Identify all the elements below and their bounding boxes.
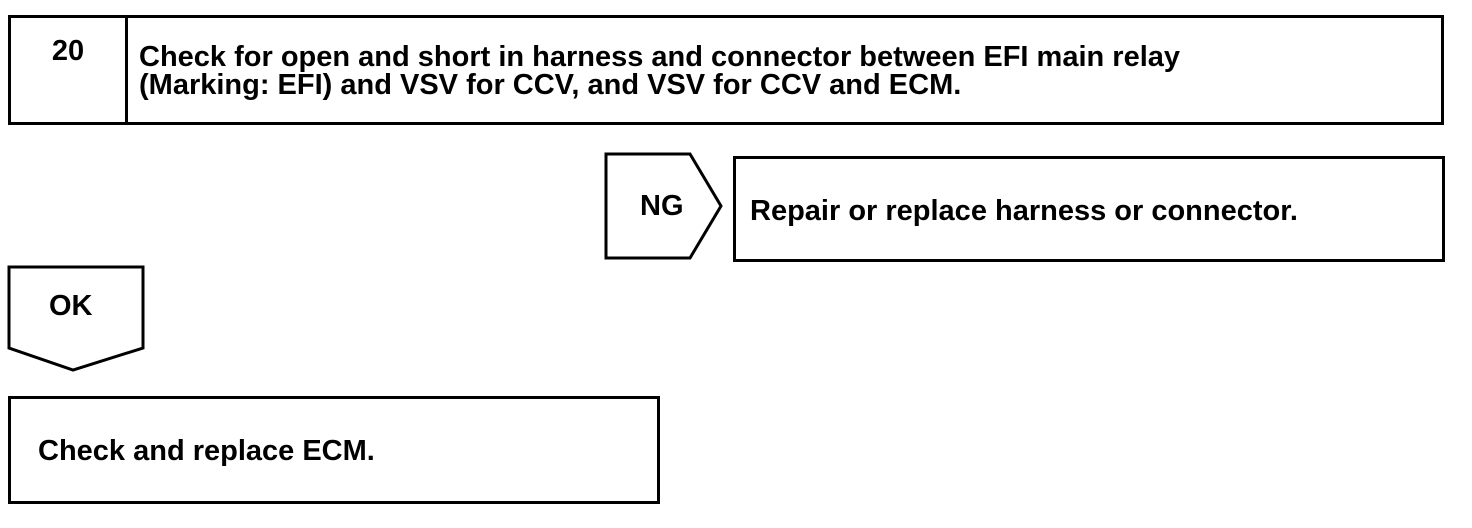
step-number: 20 xyxy=(51,35,85,67)
step-divider xyxy=(125,18,128,122)
ng-result-text: Repair or replace harness or connector. xyxy=(750,195,1298,227)
ng-result-box: Repair or replace harness or connector. xyxy=(733,156,1445,262)
final-action-text: Check and replace ECM. xyxy=(38,435,375,467)
step-description-line-2: (Marking: EFI) and VSV for CCV, and VSV … xyxy=(139,69,962,101)
step-box: 20 Check for open and short in harness a… xyxy=(8,15,1444,125)
final-action-box: Check and replace ECM. xyxy=(8,396,660,504)
ok-label: OK xyxy=(49,290,93,322)
ng-label: NG xyxy=(640,190,684,222)
step-description: Check for open and short in harness and … xyxy=(139,41,1421,101)
step-description-line-1: Check for open and short in harness and … xyxy=(139,41,1181,73)
